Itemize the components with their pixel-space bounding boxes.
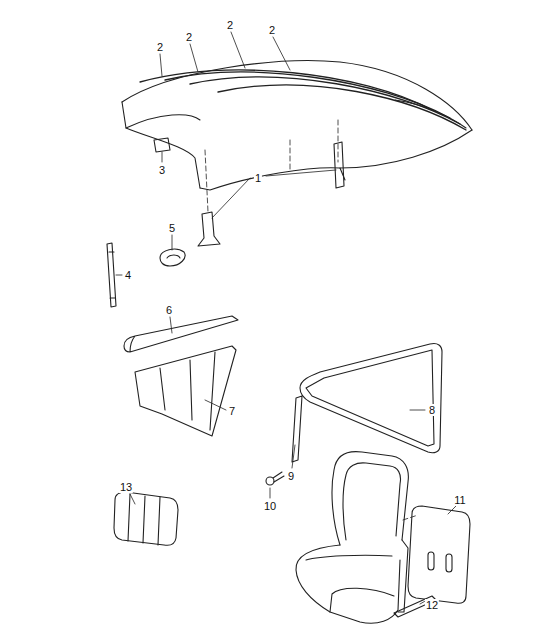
- hardtop-shell: [122, 61, 472, 190]
- callout-number: 7: [228, 405, 236, 417]
- leader-lines: [116, 32, 456, 604]
- trim-strip: [124, 316, 238, 352]
- callout-number: 12: [425, 599, 439, 611]
- side-panel: [135, 346, 236, 436]
- callout-number: 2: [185, 31, 193, 43]
- roof-strips: [140, 70, 466, 130]
- callout-number: 9: [287, 470, 295, 482]
- seat: [296, 452, 408, 624]
- callout-number: 13: [119, 481, 133, 493]
- callout-number: 11: [453, 494, 466, 506]
- callout-number: 10: [263, 500, 277, 512]
- callout-number: 3: [158, 164, 166, 176]
- callout-number: 4: [124, 269, 132, 281]
- clip: [160, 249, 185, 266]
- callout-number: 2: [226, 19, 234, 31]
- callout-number: 5: [168, 222, 176, 234]
- callout-number: 2: [268, 24, 276, 36]
- seat-back-panel: [408, 506, 470, 603]
- weatherstrip: [107, 243, 116, 307]
- window-seal: [300, 343, 442, 452]
- screw: [266, 472, 284, 485]
- callout-number: 1: [254, 172, 262, 184]
- pillar-trim: [198, 142, 344, 246]
- small-trim-piece: [154, 138, 170, 152]
- callout-number: 6: [165, 304, 173, 316]
- seal-strip: [292, 396, 302, 462]
- callout-number: 2: [156, 41, 164, 53]
- cushion: [114, 492, 178, 545]
- callout-number: 8: [428, 404, 436, 416]
